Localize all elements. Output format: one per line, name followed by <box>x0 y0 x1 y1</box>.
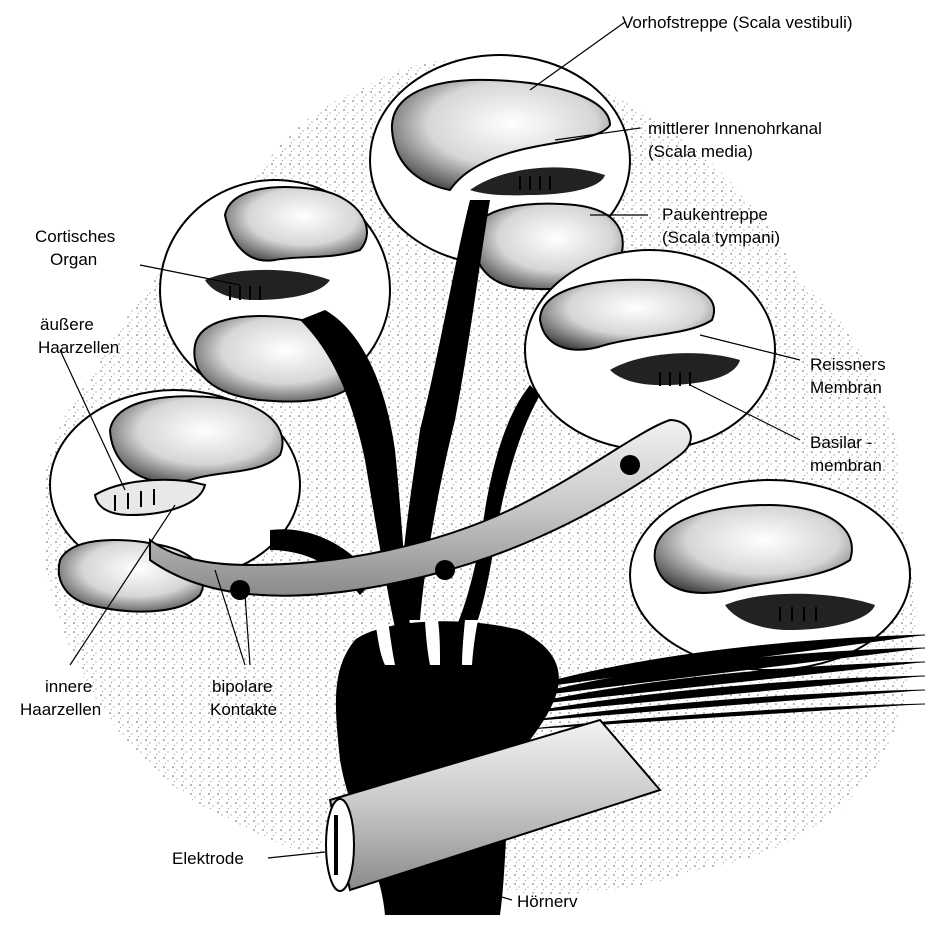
label-corti-line1: Cortisches <box>35 227 115 246</box>
cochlear-turn-right <box>525 250 775 450</box>
label-scala-media-line1: mittlerer Innenohrkanal <box>648 119 822 138</box>
bipolar-contact-1 <box>435 560 455 580</box>
label-basilar-line2: membran <box>810 456 882 475</box>
label-bipolar-contacts-line1: bipolare <box>212 677 273 696</box>
bipolar-contact-3 <box>620 455 640 475</box>
label-inner-hair-cells-line2: Haarzellen <box>20 700 101 719</box>
label-basilar-line1: Basilar - <box>810 433 872 452</box>
label-bipolar-contacts-line2: Kontakte <box>210 700 277 719</box>
label-outer-hair-cells-line2: Haarzellen <box>38 338 119 357</box>
label-scala-media-line2: (Scala media) <box>648 142 753 161</box>
label-auditory-nerve: Hörnerv <box>517 892 578 911</box>
label-scala-tympani-line2: (Scala tympani) <box>662 228 780 247</box>
label-electrode: Elektrode <box>172 849 244 868</box>
label-scala-tympani-line1: Paukentreppe <box>662 205 768 224</box>
label-scala-vestibuli: Vorhofstreppe (Scala vestibuli) <box>622 13 853 32</box>
label-inner-hair-cells-line1: innere <box>45 677 92 696</box>
label-reissner-line2: Membran <box>810 378 882 397</box>
label-reissner-line1: Reissners <box>810 355 886 374</box>
label-corti-line2: Organ <box>50 250 97 269</box>
bipolar-contact-2 <box>230 580 250 600</box>
label-outer-hair-cells-line1: äußere <box>40 315 94 334</box>
